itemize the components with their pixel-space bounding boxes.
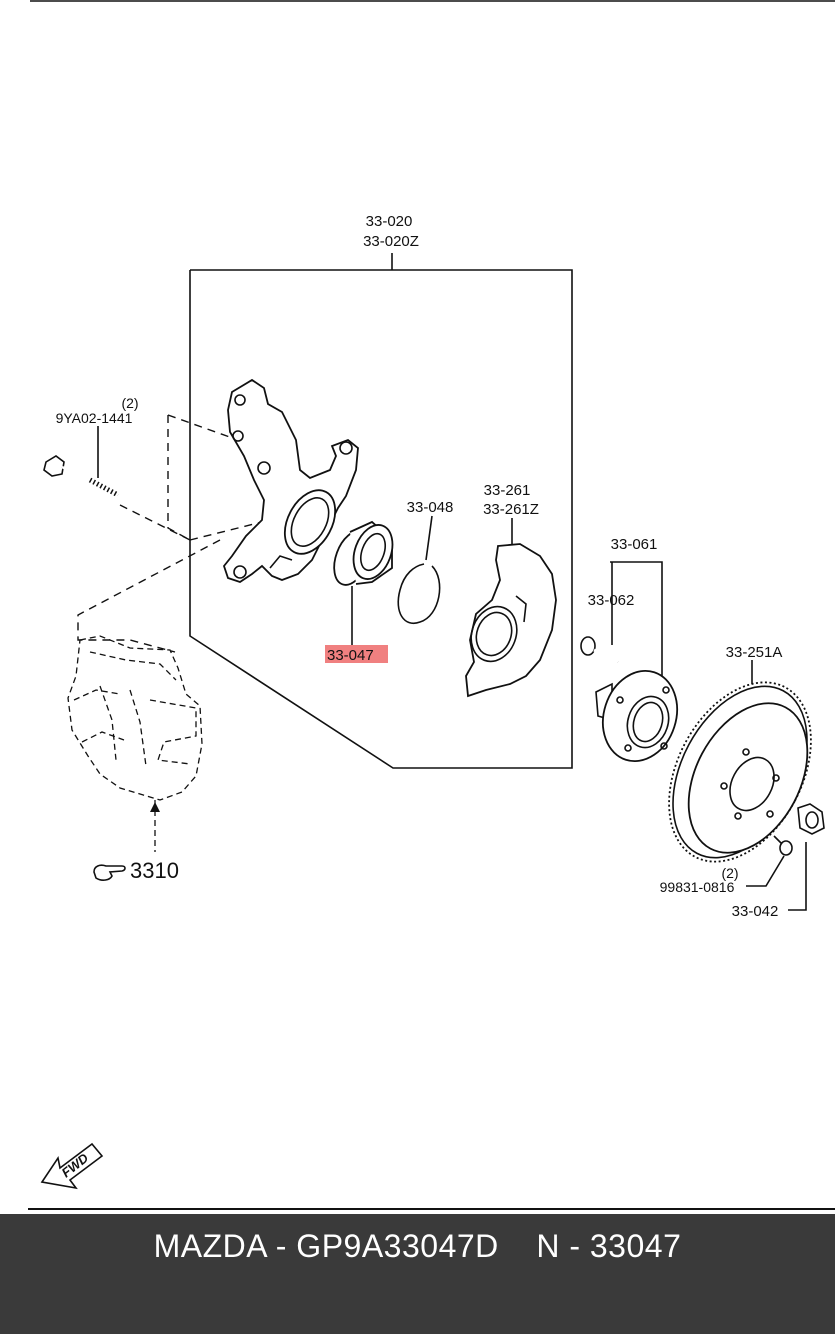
wheel-bearing-drawing xyxy=(333,520,394,645)
label-hub-bolt[interactable]: 33-062 xyxy=(588,592,635,609)
label-disc[interactable]: 33-251A xyxy=(726,644,783,661)
knuckle-assembly-box xyxy=(189,253,573,769)
label-knuckle-line2[interactable]: 33-020Z xyxy=(363,233,419,250)
part-info-footer: MAZDA - GP9A33047D N - 33047 xyxy=(0,1214,835,1334)
hub-leader xyxy=(610,561,663,676)
label-bolt-qty: (2) xyxy=(121,395,138,411)
bolt-9ya02-1441-drawing xyxy=(43,426,120,498)
wheel-hub-drawing xyxy=(595,669,678,763)
steering-knuckle-drawing xyxy=(222,378,359,583)
part-number-caption: MAZDA - GP9A33047D N - 33047 xyxy=(153,1228,682,1264)
fwd-arrow-icon: FWD xyxy=(40,1142,104,1190)
highlight-box-bearing xyxy=(325,645,388,663)
screw-drawing xyxy=(746,835,793,887)
label-hub[interactable]: 33-061 xyxy=(611,536,658,553)
label-bolt-part[interactable]: 9YA02-1441 xyxy=(56,410,133,426)
label-screw-qty: (2) xyxy=(721,865,738,881)
brake-disc-drawing xyxy=(668,660,812,863)
label-snap-ring[interactable]: 33-048 xyxy=(407,499,454,516)
label-screw-part[interactable]: 99831-0816 xyxy=(660,879,735,895)
brake-caliper-ghost-drawing xyxy=(67,635,203,852)
label-caliper-ref[interactable]: 3310 xyxy=(130,858,179,883)
label-knuckle-line1[interactable]: 33-020 xyxy=(366,213,413,230)
snap-ring-drawing xyxy=(397,515,441,625)
hub-bolt-drawing xyxy=(580,636,619,664)
dust-cover-drawing xyxy=(465,518,557,698)
label-nut[interactable]: 33-042 xyxy=(732,903,779,920)
label-bearing[interactable]: 33-047 xyxy=(327,647,374,664)
assembly-guide-lines xyxy=(77,414,271,653)
label-dust-cover-line1[interactable]: 33-261 xyxy=(484,482,531,499)
nut-drawing xyxy=(788,803,825,911)
pointing-hand-icon xyxy=(93,864,126,881)
label-dust-cover-line2[interactable]: 33-261Z xyxy=(483,501,539,518)
